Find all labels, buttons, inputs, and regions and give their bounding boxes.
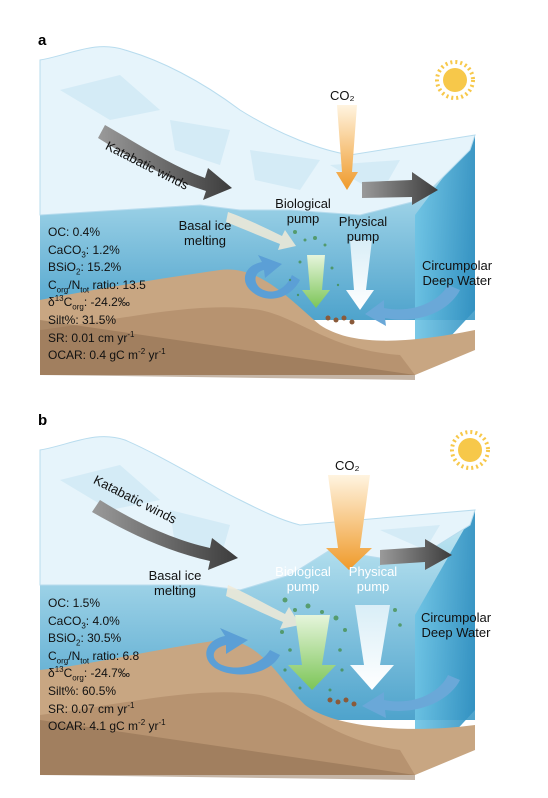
phys-pump-arrow xyxy=(346,240,374,310)
silt-stat: Silt%: 60.5% xyxy=(48,683,117,698)
bsio2-stat: BSiO2: 30.5% xyxy=(48,631,122,648)
d13c-stat: δ13Corg: -24.7‰ xyxy=(48,665,130,683)
oc-stat: OC: 1.5% xyxy=(48,596,101,610)
diagram-a-illustration xyxy=(39,46,476,380)
sr-stat: SR: 0.01 cm yr-1 xyxy=(48,329,135,345)
diagram-b-illustration xyxy=(39,430,490,780)
oc-stat: OC: 0.4% xyxy=(48,225,101,239)
caco3-stat: CaCO3: 4.0% xyxy=(48,613,120,630)
panel-label: a xyxy=(38,32,47,49)
surface-outflow-arrow xyxy=(380,539,452,570)
ice-shading xyxy=(60,465,440,560)
deep-water-face xyxy=(415,135,475,375)
basal-melt-arrow xyxy=(226,212,296,250)
sr-stat: SR: 0.07 cm yr-1 xyxy=(48,700,135,716)
ice-shading xyxy=(60,75,400,195)
silt-stat: Silt%: 31.5% xyxy=(48,312,117,327)
co2-label: CO₂ xyxy=(335,458,360,473)
bsio2-stat: BSiO2: 15.2% xyxy=(48,260,122,277)
katabatic-arrow xyxy=(92,500,238,570)
co2-arrow xyxy=(336,105,358,190)
cn-ratio-stat: Corg/Ntot ratio: 6.8 xyxy=(48,648,140,666)
particles xyxy=(280,597,402,692)
sediment-stats: OC: 0.4% CaCO3: 1.2% BSiO2: 15.2% Corg/N… xyxy=(48,224,166,365)
d13c-stat: δ13Corg: -24.2‰ xyxy=(48,294,130,312)
katabatic-arrow xyxy=(98,125,232,200)
ocar-stat: OCAR: 0.4 gC m-2 yr-1 xyxy=(48,347,166,363)
particles xyxy=(288,230,340,297)
surface-outflow-arrow xyxy=(362,172,438,205)
cdw-arrow xyxy=(362,675,460,718)
bio-pump-arrow xyxy=(302,255,330,308)
block-front-face xyxy=(40,320,415,380)
benthos xyxy=(327,697,357,707)
recirculation-arrow xyxy=(244,255,300,299)
sun-icon xyxy=(450,430,490,470)
deep-water-face xyxy=(415,510,475,775)
cdw-arrow xyxy=(365,285,460,326)
bio-pump-arrow xyxy=(288,615,336,690)
caco3-stat: CaCO3: 1.2% xyxy=(48,242,120,259)
sediment-stats: OC: 1.5% CaCO3: 4.0% BSiO2: 30.5% Corg/N… xyxy=(48,595,166,736)
phys-pump-arrow xyxy=(350,605,394,690)
cn-ratio-stat: Corg/Ntot ratio: 13.5 xyxy=(48,277,146,295)
panel-label: b xyxy=(38,412,48,429)
ocar-stat: OCAR: 4.1 gC m-2 yr-1 xyxy=(48,718,166,734)
recirculation-arrow xyxy=(206,628,280,675)
block-front-face xyxy=(40,720,415,780)
co2-label: CO₂ xyxy=(330,88,355,103)
basal-melt-arrow xyxy=(226,585,300,629)
benthos xyxy=(325,315,355,325)
sun-icon xyxy=(435,60,475,100)
co2-arrow xyxy=(326,475,372,570)
